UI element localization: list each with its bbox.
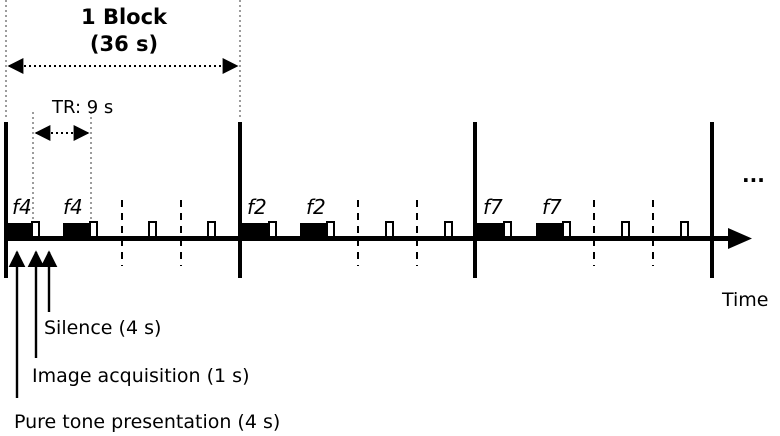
frequency-label: f4 [63, 195, 83, 219]
time-axis-label: Time [721, 289, 769, 311]
image-acquisition [562, 221, 571, 238]
image-acquisition [89, 221, 98, 238]
tr-dashed-ticks [121, 200, 654, 266]
tone-presentation [477, 223, 503, 237]
time-axis-line [6, 236, 730, 241]
tone-presentation [242, 223, 268, 237]
frequency-label: f4 [12, 195, 32, 219]
tr-label: TR: 9 s [51, 97, 113, 118]
tone-presentation [300, 223, 326, 237]
time-axis-arrowhead [728, 228, 752, 249]
block-boundary-2 [238, 122, 242, 278]
tone-presentation [8, 223, 32, 237]
image-acquisition [503, 221, 512, 238]
frequency-label: f2 [306, 195, 326, 219]
block-boundary-4 [710, 122, 714, 278]
image-acquisition [444, 221, 453, 238]
image-acquisition [680, 221, 689, 238]
image-acquisition-label: Image acquisition (1 s) [32, 365, 249, 387]
block-boundary-1 [4, 122, 8, 278]
image-acquisition [207, 221, 216, 238]
pure-tone-label: Pure tone presentation (4 s) [14, 411, 280, 433]
silence-label: Silence (4 s) [44, 317, 161, 339]
image-acquisition [385, 221, 394, 238]
image-acquisition [326, 221, 335, 238]
image-acquisition [148, 221, 157, 238]
frequency-label: f2 [247, 195, 267, 219]
continuation-ellipsis: ... [742, 163, 765, 187]
tone-presentation [536, 223, 562, 237]
image-acquisition [268, 221, 277, 238]
tone-presentation [63, 223, 89, 237]
frequency-label: f7 [483, 195, 503, 219]
image-acquisition [31, 221, 40, 238]
block-title: 1 Block [81, 5, 168, 29]
block-boundary-3 [473, 122, 477, 278]
frequency-label: f7 [542, 195, 562, 219]
image-acquisition [621, 221, 630, 238]
block-duration: (36 s) [90, 32, 158, 56]
